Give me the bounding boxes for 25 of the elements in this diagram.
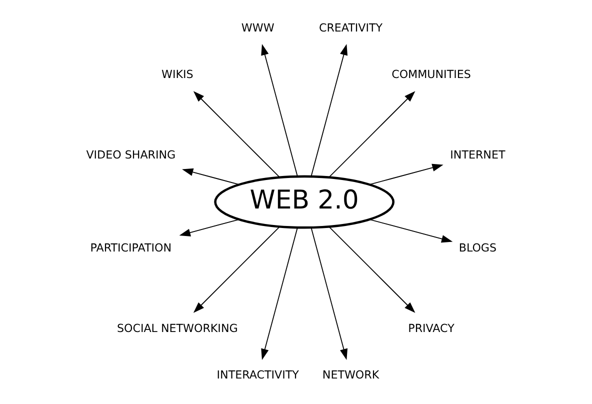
node-text: NETWORK xyxy=(322,368,380,382)
node-ellipse: WEB 2.0 xyxy=(214,175,395,229)
node-text: PARTICIPATION xyxy=(90,241,172,254)
node-text: PRIVACY xyxy=(408,322,454,335)
arrow xyxy=(368,218,453,243)
node-text: WWW xyxy=(241,21,274,34)
node-text: INTERACTIVITY xyxy=(216,368,299,382)
arrow xyxy=(328,91,416,178)
arrow xyxy=(179,218,240,236)
node-text: BLOGS xyxy=(458,241,497,254)
arrow xyxy=(182,168,240,186)
arrow xyxy=(193,91,280,178)
node-text: COMMUNITIES xyxy=(392,68,471,81)
node-text: WIKIS xyxy=(161,68,194,81)
arrow xyxy=(328,226,416,313)
arrow xyxy=(261,44,298,177)
node-text: INTERNET xyxy=(450,148,506,162)
arrow xyxy=(261,227,298,360)
arrow xyxy=(310,227,348,360)
node-text: SOCIAL NETWORKING xyxy=(116,322,238,335)
arrow xyxy=(193,226,280,313)
node-text: VIDEO SHARING xyxy=(86,148,176,162)
arrow xyxy=(310,44,348,177)
node-text: CREATIVITY xyxy=(318,21,383,34)
arrow xyxy=(368,164,444,186)
